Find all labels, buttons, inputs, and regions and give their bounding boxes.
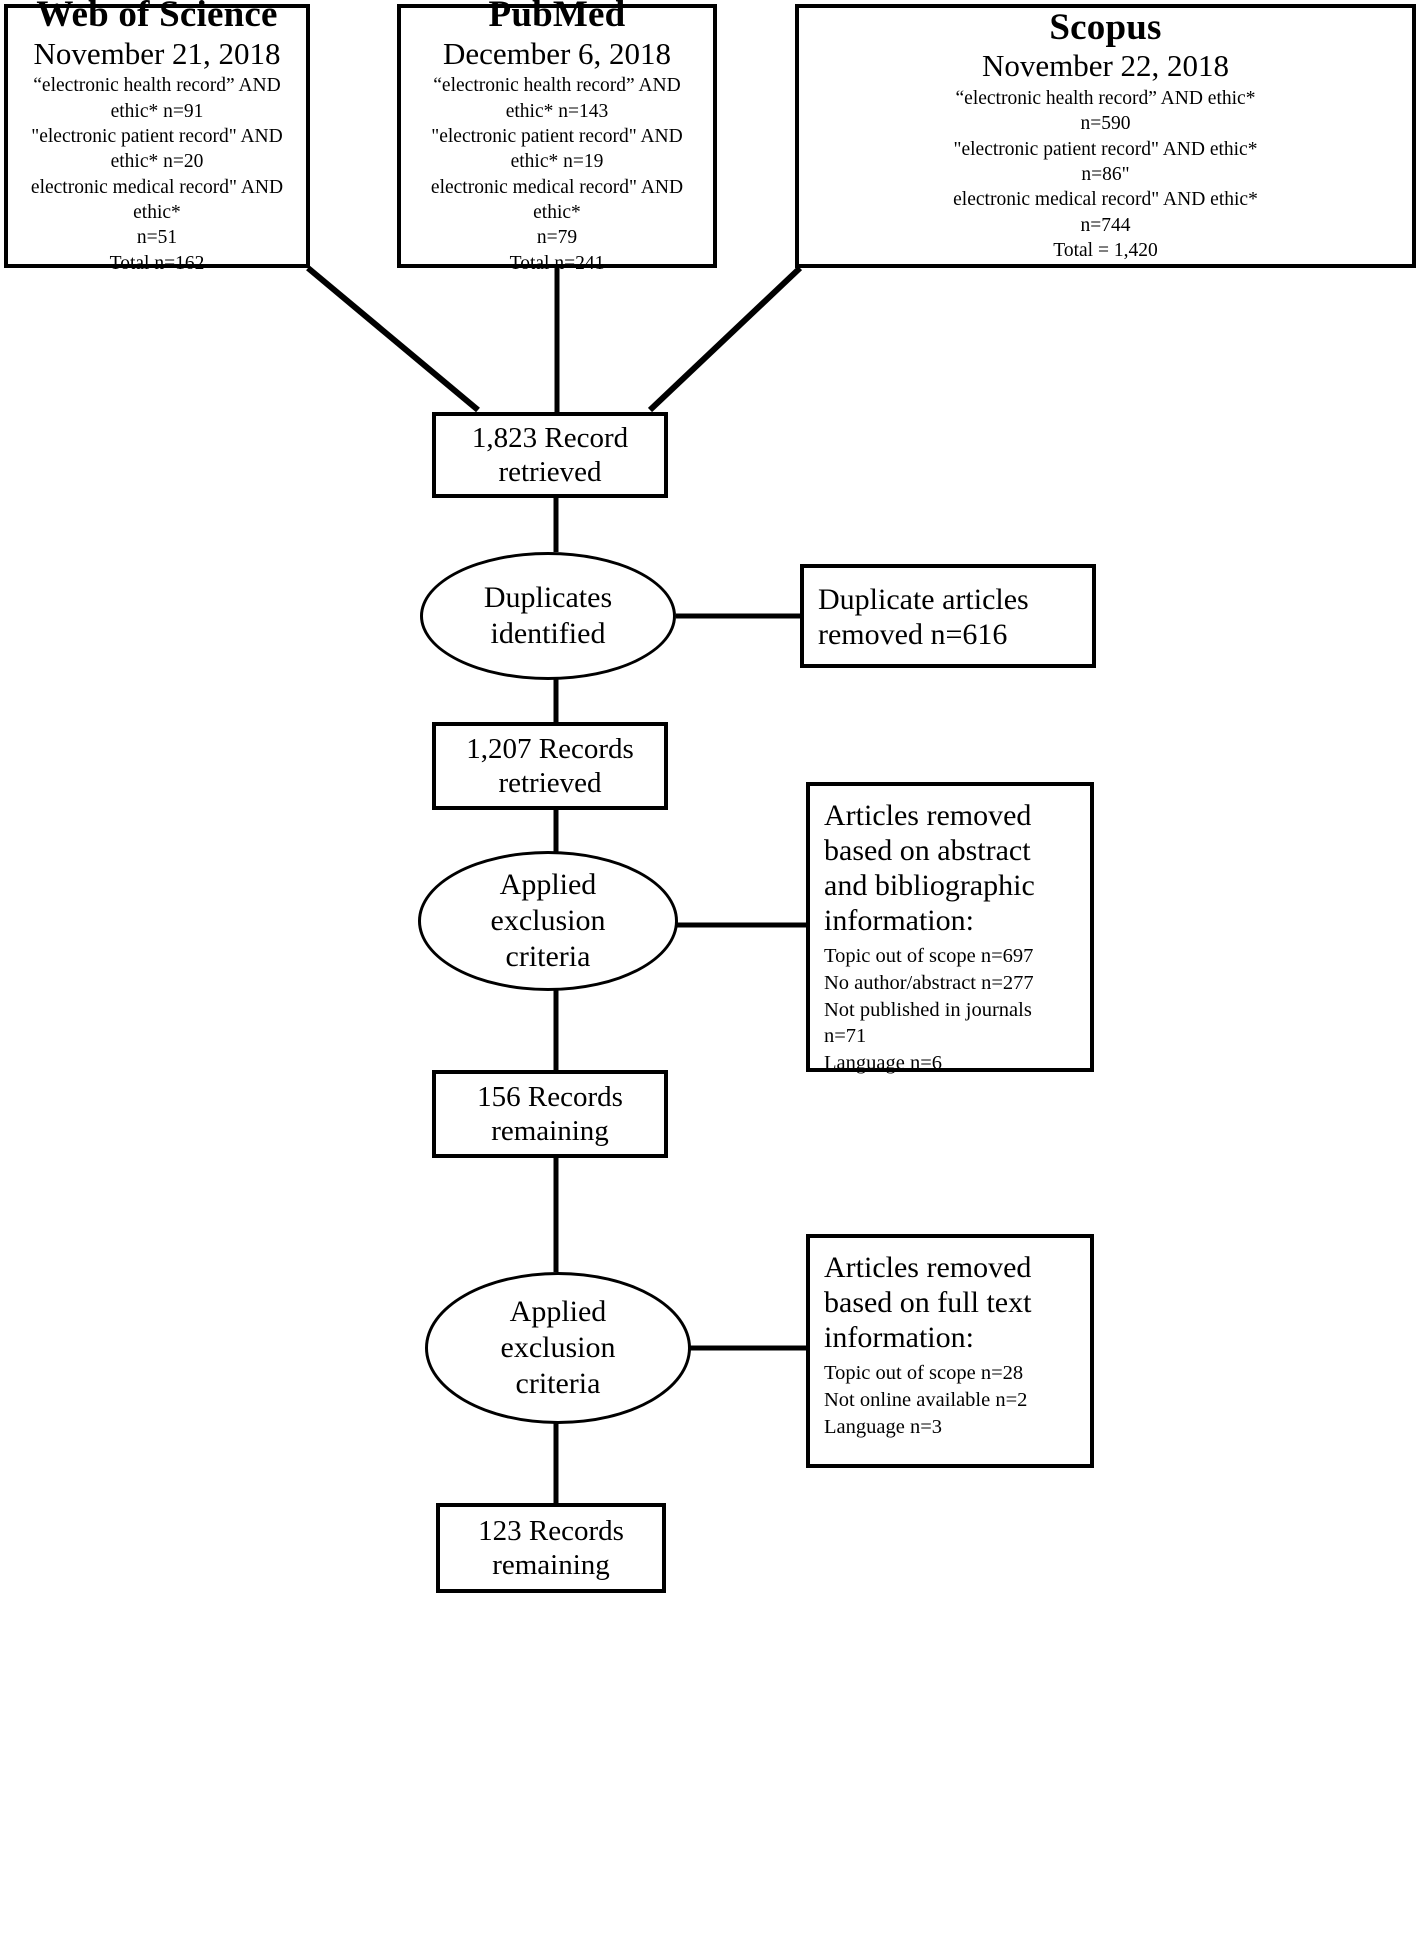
query-line: n=79 <box>536 227 578 249</box>
query-line: n=86" <box>1081 163 1130 185</box>
query-line: "electronic patient record" AND ethic* <box>953 138 1258 160</box>
oval-line: identified <box>490 617 606 650</box>
side-line: Articles removed <box>824 1251 1032 1284</box>
oval-text: Applied exclusion criteria <box>491 867 606 975</box>
flow-line: 123 Records <box>478 1514 624 1547</box>
flow-box-records-retrieved-1207: 1,207 Records retrieved <box>432 722 668 810</box>
source-box-pubmed: PubMed December 6, 2018 “electronic heal… <box>397 0 717 274</box>
source-queries-pubmed: “electronic health record” AND ethic* n=… <box>427 73 687 276</box>
query-line: ethic* <box>133 202 181 223</box>
side-line: based on abstract <box>824 834 1031 868</box>
flow-box-records-remaining-156: 156 Records remaining <box>432 1070 668 1158</box>
side-line: Articles removed <box>824 799 1032 832</box>
oval-line: Duplicates <box>483 581 613 614</box>
side-box-items: Topic out of scope n=697 No author/abstr… <box>824 943 1076 1076</box>
flow-box-text: 1,823 Record retrieved <box>472 421 628 489</box>
source-title-pubmed: PubMed <box>488 0 626 35</box>
source-date-scopus: November 22, 2018 <box>981 48 1230 84</box>
oval-text: Duplicates identified <box>484 580 612 652</box>
side-box-items: Topic out of scope n=28 Not online avail… <box>824 1360 1076 1440</box>
oval-line: Applied <box>509 1295 607 1328</box>
oval-line: exclusion <box>500 1331 616 1364</box>
query-line: n=590 <box>1080 113 1131 135</box>
oval-line: criteria <box>515 1367 601 1400</box>
flow-line: 156 Records <box>477 1080 623 1113</box>
flow-line: 1,823 Record <box>471 421 629 454</box>
query-line: "electronic patient record" AND <box>31 125 283 147</box>
flow-oval-applied-exclusion-criteria-1: Applied exclusion criteria <box>418 851 678 991</box>
flow-line: remaining <box>492 1549 610 1581</box>
flow-box-records-remaining-123: 123 Records remaining <box>436 1503 666 1593</box>
flow-box-text: 1,207 Records retrieved <box>466 732 634 800</box>
flow-box-text: 123 Records remaining <box>478 1514 624 1582</box>
query-line: electronic medical record" AND <box>430 176 684 198</box>
oval-line: exclusion <box>490 904 606 937</box>
side-box-heading: Articles removed based on abstract and b… <box>824 798 1076 938</box>
side-box-text: Duplicate articles removed n=616 <box>818 582 1029 653</box>
side-item: Language n=3 <box>824 1415 943 1438</box>
flow-oval-duplicates-identified: Duplicates identified <box>420 552 676 680</box>
side-line: Duplicate articles <box>818 582 1029 616</box>
query-line: n=51 <box>136 227 178 249</box>
query-line: “electronic health record” AND <box>433 75 681 97</box>
query-line: “electronic health record” AND <box>33 75 281 97</box>
query-line: ethic* n=19 <box>510 151 604 173</box>
side-line: removed n=616 <box>818 618 1008 651</box>
side-item: No author/abstract n=277 <box>824 972 1034 995</box>
query-line: ethic* n=143 <box>505 100 609 122</box>
side-line: based on full text <box>824 1286 1032 1320</box>
flow-line: remaining <box>491 1115 609 1147</box>
side-box-articles-removed-fulltext: Articles removed based on full text info… <box>806 1234 1094 1468</box>
flow-box-records-retrieved-1823: 1,823 Record retrieved <box>432 412 668 498</box>
oval-line: criteria <box>505 940 591 973</box>
source-box-web-of-science: Web of Science November 21, 2018 “electr… <box>4 0 310 274</box>
side-line: information: <box>824 1321 974 1355</box>
side-box-articles-removed-abstract: Articles removed based on abstract and b… <box>806 782 1094 1074</box>
source-total-scopus: Total = 1,420 <box>1053 240 1158 262</box>
side-item: Topic out of scope n=28 <box>824 1362 1024 1385</box>
side-item: Language n=6 <box>824 1051 943 1074</box>
oval-text: Applied exclusion criteria <box>501 1294 616 1402</box>
side-item: Not online available n=2 <box>824 1388 1028 1411</box>
side-line: information: <box>824 904 974 938</box>
side-box-heading: Articles removed based on full text info… <box>824 1250 1076 1355</box>
source-queries-web-of-science: “electronic health record” AND ethic* n=… <box>27 73 287 276</box>
source-queries-scopus: “electronic health record” AND ethic* n=… <box>949 86 1262 263</box>
source-date-pubmed: December 6, 2018 <box>442 35 672 71</box>
flow-line: 1,207 Records <box>466 732 634 765</box>
flow-line: retrieved <box>498 767 602 799</box>
query-line: “electronic health record” AND ethic* <box>955 87 1256 109</box>
flow-line: retrieved <box>498 456 602 488</box>
query-line: ethic* n=20 <box>110 151 204 173</box>
side-box-duplicates-removed: Duplicate articles removed n=616 <box>800 564 1096 668</box>
query-line: electronic medical record" AND <box>30 176 284 198</box>
source-title-scopus: Scopus <box>1049 6 1162 48</box>
source-total-web-of-science: Total n=162 <box>109 252 205 274</box>
query-line: ethic* n=91 <box>110 100 204 122</box>
source-total-pubmed: Total n=241 <box>509 252 605 274</box>
side-item: Not published in journals n=71 <box>824 998 1032 1048</box>
query-line: ethic* <box>533 202 581 223</box>
source-date-web-of-science: November 21, 2018 <box>33 35 281 71</box>
query-line: n=744 <box>1080 214 1131 236</box>
flow-oval-applied-exclusion-criteria-2: Applied exclusion criteria <box>425 1272 691 1424</box>
query-line: "electronic patient record" AND <box>431 125 683 147</box>
side-item: Topic out of scope n=697 <box>824 945 1034 968</box>
query-line: electronic medical record" AND ethic* <box>953 189 1258 211</box>
side-line: and bibliographic <box>824 869 1035 903</box>
source-title-web-of-science: Web of Science <box>36 0 278 35</box>
flow-box-text: 156 Records remaining <box>477 1080 623 1148</box>
source-box-scopus: Scopus November 22, 2018 “electronic hea… <box>795 4 1416 268</box>
oval-line: Applied <box>499 868 597 901</box>
